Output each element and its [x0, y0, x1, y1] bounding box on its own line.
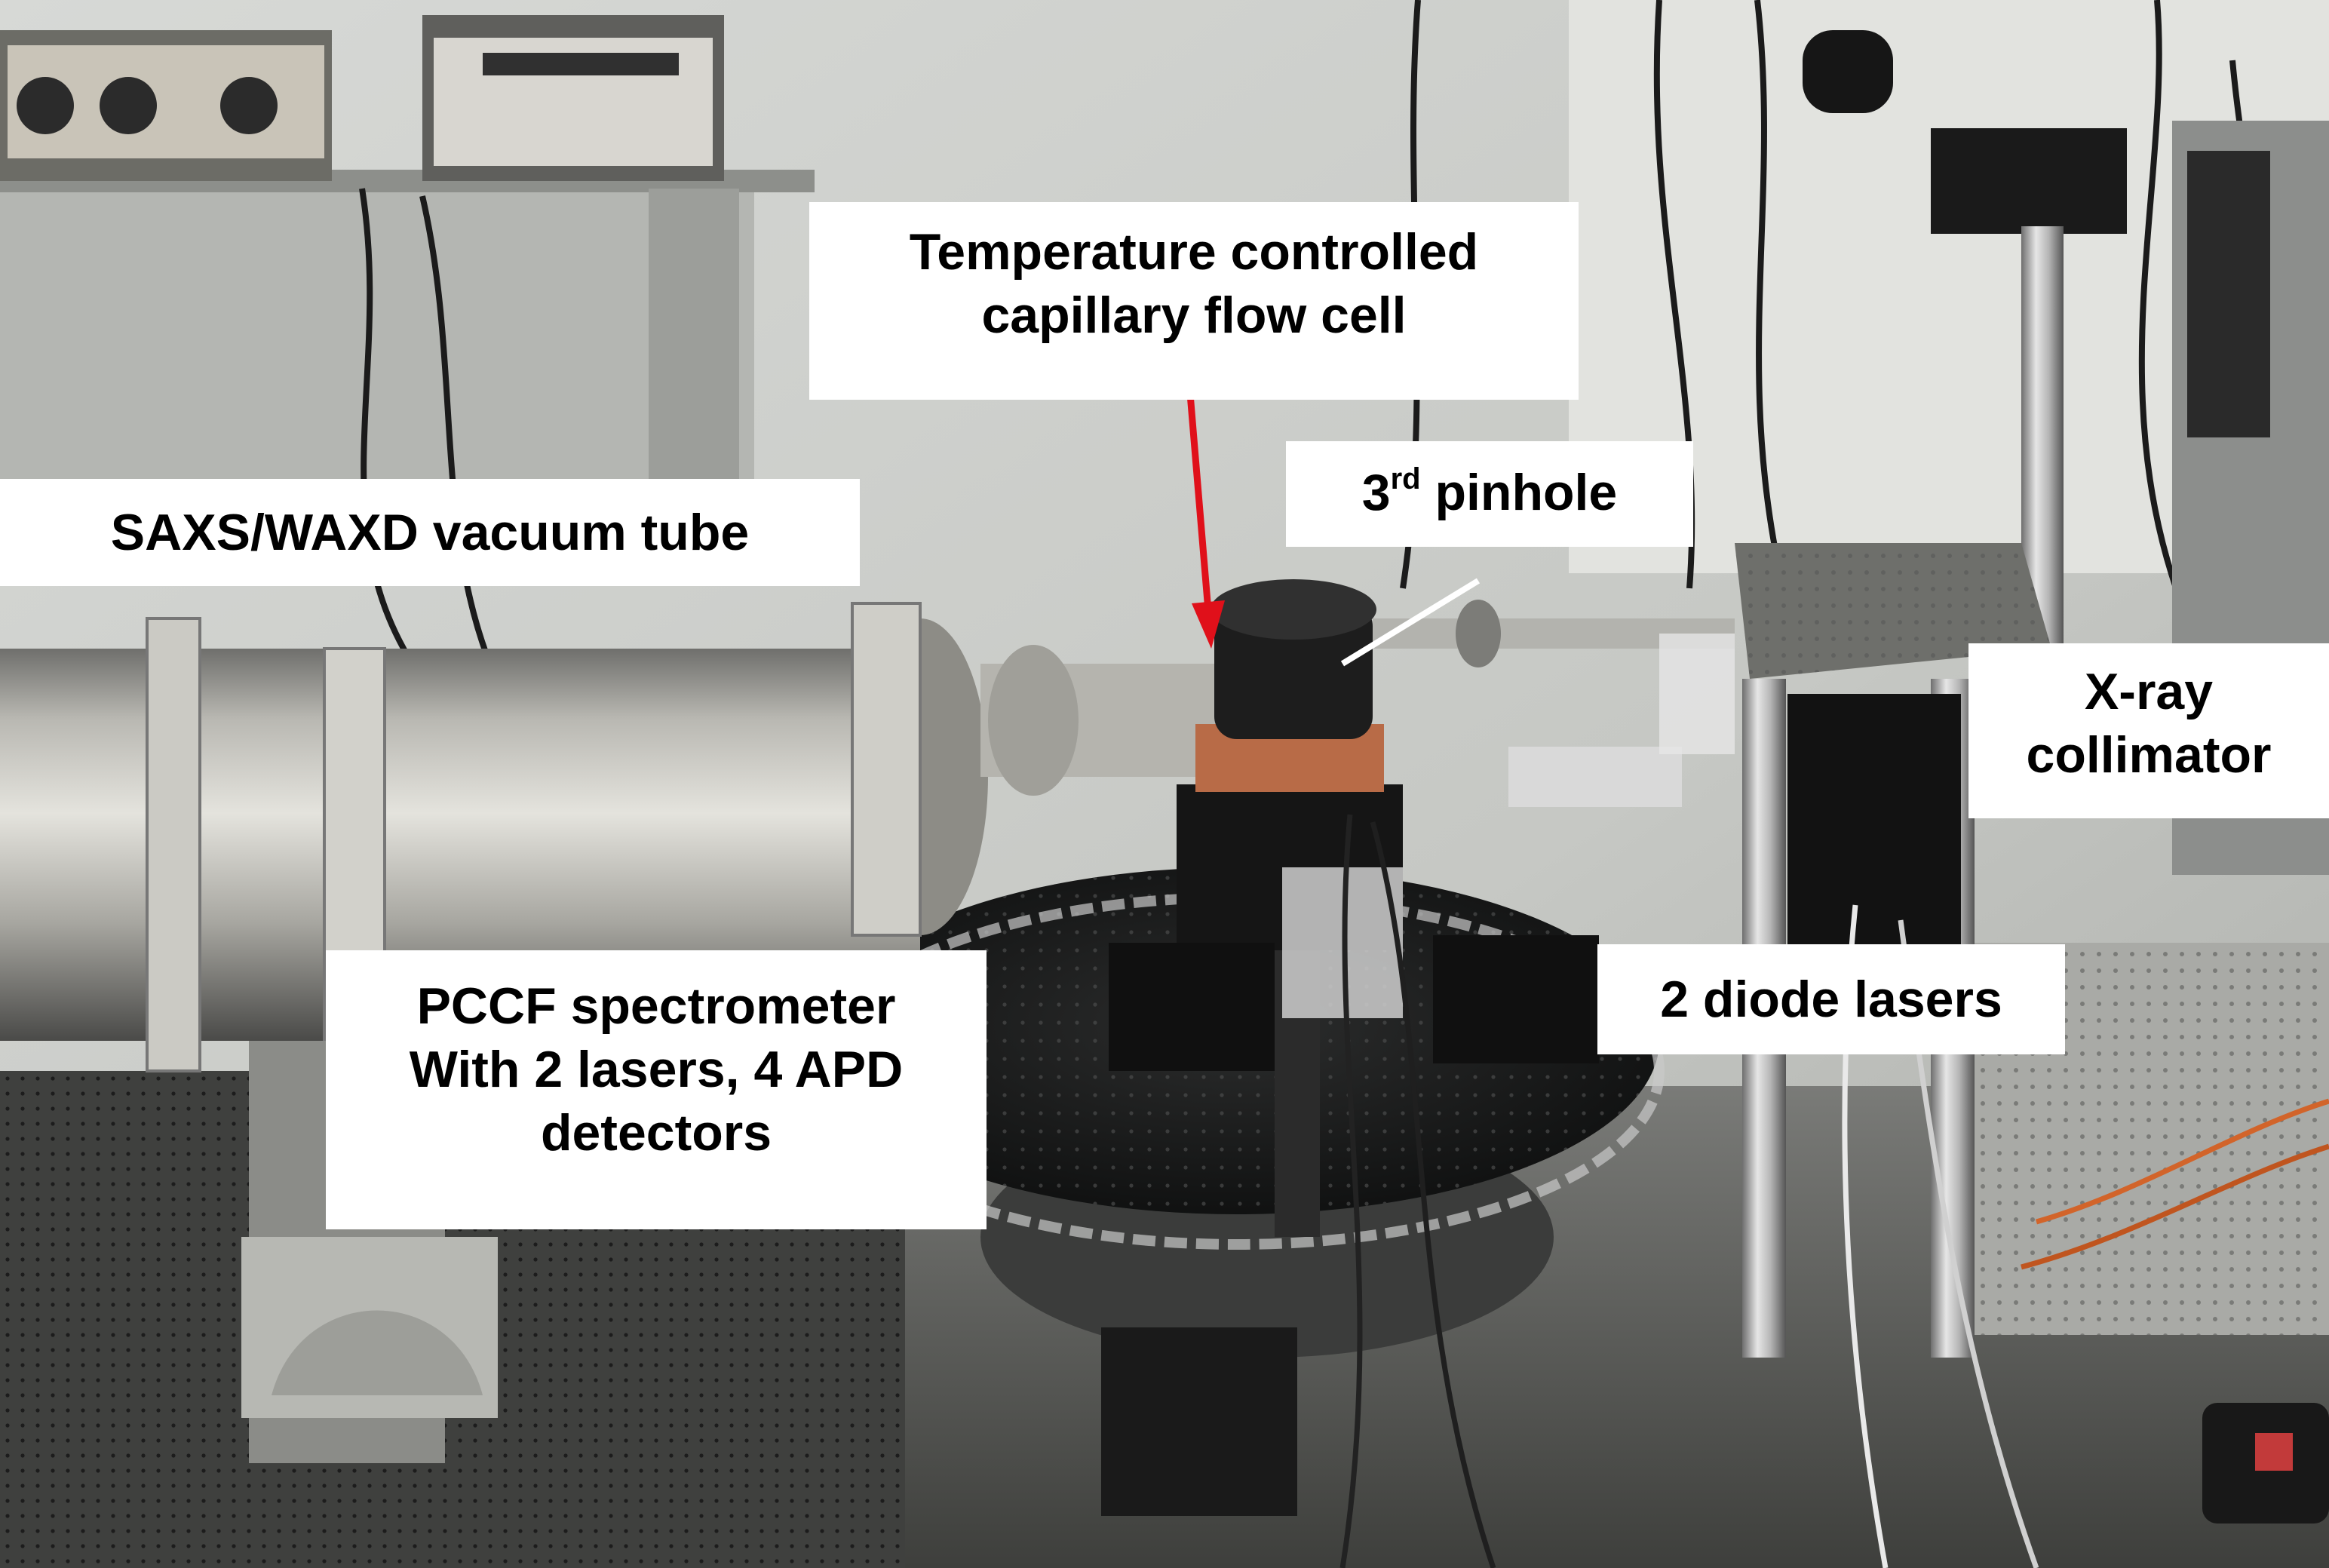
label-flow-cell: Temperature controlled capillary flow ce…: [809, 202, 1579, 400]
label-flow-cell-line-2: capillary flow cell: [981, 287, 1407, 344]
flow-cell-top: [1211, 579, 1376, 640]
label-collimator: X-ray collimator: [1968, 643, 2329, 818]
tube-nozzle-cap: [988, 645, 1079, 796]
label-pinhole-number: 3: [1361, 464, 1391, 521]
pointer-arrow-head: [1192, 600, 1225, 649]
detector-box: [1433, 935, 1599, 1063]
beamline-stack: [2187, 151, 2270, 437]
label-pinhole-superscript: rd: [1390, 462, 1421, 496]
label-diode-lasers-line-1: 2 diode lasers: [1660, 971, 2002, 1028]
laser-housing: [1787, 694, 1961, 965]
delay-generator-display: [483, 53, 679, 75]
bottom-mount: [1101, 1327, 1297, 1516]
label-flow-cell-line-1: Temperature controlled: [909, 223, 1479, 281]
foot-pedal-display: [2255, 1433, 2293, 1471]
flow-cell-housing: [1214, 603, 1373, 739]
label-spectrometer-line-3: detectors: [540, 1104, 772, 1161]
overhead-camera: [1803, 30, 1893, 113]
diode-laser: [1508, 747, 1682, 807]
detector-box: [1109, 943, 1275, 1071]
laser-mount: [1659, 634, 1735, 754]
label-vacuum-tube-line-1: SAXS/WAXD vacuum tube: [110, 504, 750, 561]
shelf-bracket: [649, 189, 739, 505]
camera-mount: [1931, 128, 2127, 234]
generator-knob-icon: [17, 77, 74, 134]
label-spectrometer: PCCF spectrometer With 2 lasers, 4 APD d…: [326, 950, 987, 1229]
label-pinhole: 3rd pinhole: [1286, 441, 1693, 547]
vacuum-tube-flange: [146, 617, 201, 1072]
label-spectrometer-line-2: With 2 lasers, 4 APD: [409, 1041, 904, 1098]
label-diode-lasers: 2 diode lasers: [1597, 944, 2065, 1054]
generator-knob-icon: [100, 77, 157, 134]
pointer-arrow-line: [1186, 384, 1212, 612]
vacuum-tube-flange: [851, 602, 922, 937]
generator-knob-icon: [220, 77, 278, 134]
label-vacuum-tube: SAXS/WAXD vacuum tube: [0, 479, 860, 586]
label-collimator-line-2: collimator: [2026, 726, 2272, 784]
label-pinhole-text: pinhole: [1420, 464, 1618, 521]
tube-cradle-curve: [272, 1310, 483, 1395]
label-spectrometer-line-1: PCCF spectrometer: [416, 977, 896, 1035]
beam-pipe-coupler: [1456, 600, 1501, 667]
pinhole-pointer-line: [1340, 578, 1481, 667]
label-collimator-line-1: X-ray: [2084, 663, 2214, 720]
